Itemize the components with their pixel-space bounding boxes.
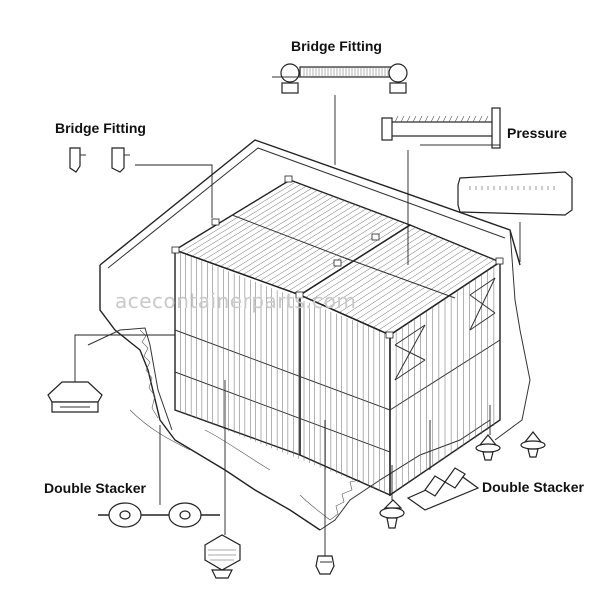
- bar-tooth: [472, 115, 477, 123]
- watermark-text: acecontainerparts.com: [115, 289, 356, 313]
- side-corrugation-right: [395, 266, 495, 491]
- bar-tooth: [454, 115, 459, 123]
- rib-line: [237, 202, 351, 273]
- rib-line: [378, 257, 489, 331]
- rib-line: [294, 222, 405, 294]
- side-corrugation-left: [180, 252, 385, 493]
- rib-line: [311, 229, 422, 301]
- bar-tooth: [436, 115, 441, 123]
- bar-tooth: [412, 115, 417, 123]
- rib-line: [384, 259, 495, 333]
- top-ribs-right: [305, 227, 495, 333]
- rib-line: [305, 227, 416, 298]
- label-double-stacker-left: Double Stacker: [44, 480, 146, 496]
- rib-line: [265, 212, 378, 283]
- bar-tooth: [478, 115, 483, 123]
- bar-tooth: [400, 115, 405, 123]
- rib-line: [208, 192, 323, 263]
- bar-tooth: [466, 115, 471, 123]
- rib-line: [361, 250, 473, 323]
- rib-line: [344, 243, 456, 316]
- pressure-bar-icon: [381, 107, 501, 149]
- rib-line: [356, 247, 467, 321]
- bar-tooth: [448, 115, 453, 123]
- bar-tooth: [442, 115, 447, 123]
- double-stacker-left-icon: [98, 502, 220, 528]
- rib-line: [243, 204, 356, 275]
- rib-line: [231, 200, 345, 271]
- container-stack: [171, 175, 504, 497]
- leader-lines: [74, 95, 521, 556]
- rib-line: [220, 196, 334, 267]
- corner-castings: [171, 175, 504, 339]
- label-double-stacker-right: Double Stacker: [482, 479, 584, 495]
- bar-tooth: [424, 115, 429, 123]
- rib-line: [339, 240, 450, 313]
- bar-tooth: [430, 115, 435, 123]
- rib-line: [254, 208, 367, 279]
- rib-line: [203, 190, 318, 261]
- label-bridge-fitting-top: Bridge Fitting: [291, 38, 382, 54]
- container-doors: [394, 277, 496, 381]
- bar-tooth: [406, 115, 411, 123]
- label-bridge-fitting-left: Bridge Fitting: [55, 120, 146, 136]
- rib-line: [248, 206, 362, 277]
- locking-pin-icon: [315, 555, 335, 575]
- rib-line: [214, 194, 329, 265]
- rib-line: [282, 218, 394, 290]
- center-cone-icon: [379, 499, 405, 529]
- rib-line: [367, 252, 478, 326]
- top-ribs-left: [180, 181, 405, 294]
- rib-line: [372, 254, 484, 328]
- twistlock-icon: [204, 534, 241, 579]
- bar-tooth: [484, 115, 489, 123]
- bridge-fitting-bar-icon: [272, 63, 408, 94]
- rib-line: [350, 245, 461, 318]
- label-pressure: Pressure: [507, 125, 567, 141]
- bar-tooth: [394, 115, 399, 123]
- double-stacker-right-icon: [406, 467, 480, 511]
- rib-line: [226, 198, 340, 269]
- bar-tooth: [418, 115, 423, 123]
- rib-line: [277, 216, 389, 288]
- rib-line: [271, 214, 383, 285]
- stacking-cone-icon: [47, 381, 103, 413]
- ship-hold-outline: [87, 139, 531, 531]
- bridge-fitting-clips-icon: [69, 147, 130, 173]
- pressure-pad-icon: [457, 171, 573, 216]
- rib-line: [316, 231, 428, 303]
- stacking-cones-right-icon: [475, 431, 546, 461]
- rib-line: [260, 210, 372, 281]
- rib-line: [288, 220, 400, 292]
- bar-tooth: [460, 115, 465, 123]
